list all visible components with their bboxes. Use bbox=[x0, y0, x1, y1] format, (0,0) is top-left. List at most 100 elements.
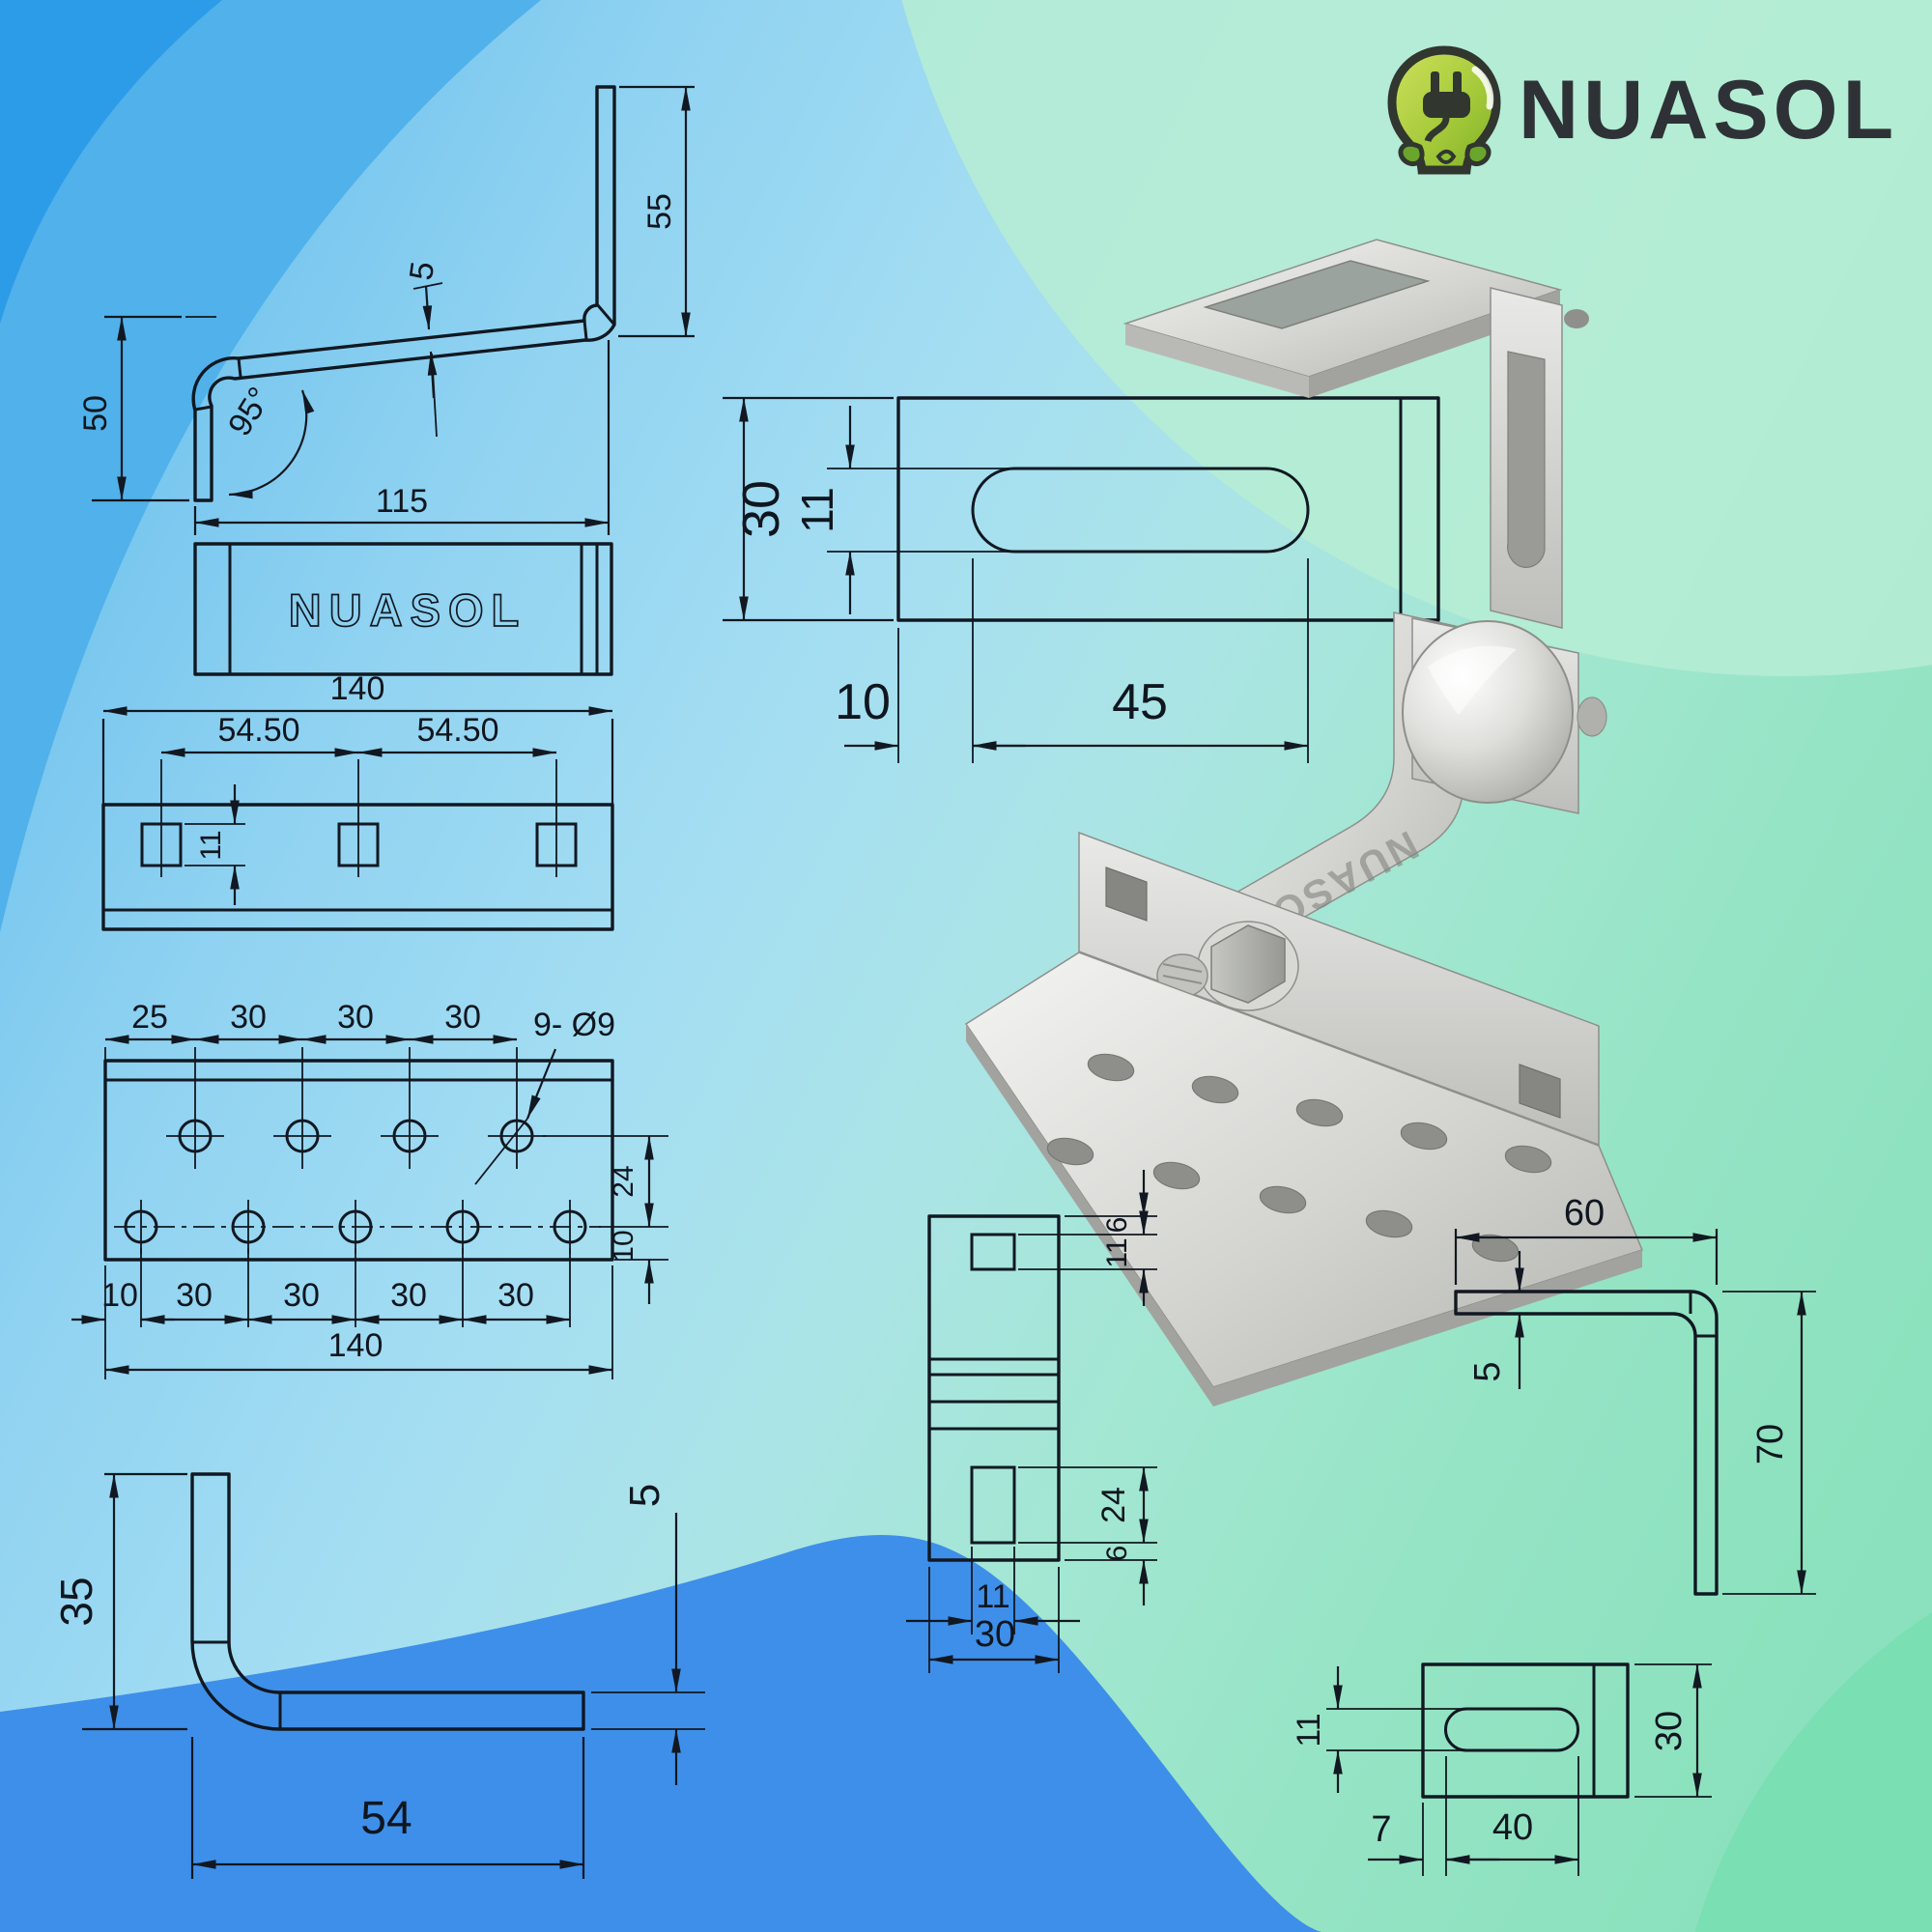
stamp-brand-text: NUASOL bbox=[289, 584, 526, 636]
hook-plate-edge bbox=[1125, 324, 1309, 398]
bulb-shine bbox=[1471, 66, 1494, 110]
drawing-slot-plate-top: 30 11 10 45 bbox=[723, 396, 1440, 763]
dim-label-25: 25 bbox=[131, 999, 168, 1036]
dim-label-60: 60 bbox=[1564, 1193, 1605, 1234]
dim-label-24: 24 bbox=[608, 1165, 639, 1197]
dim-label-30: 30 bbox=[230, 999, 267, 1036]
slot bbox=[1444, 1707, 1579, 1752]
dim-label-24: 24 bbox=[1095, 1487, 1132, 1523]
oval-hole bbox=[1400, 1122, 1448, 1151]
dim-label-30: 30 bbox=[1649, 1711, 1690, 1751]
decor-circle-top-left bbox=[0, 0, 222, 324]
disc-highlight bbox=[1428, 645, 1517, 715]
base-plate-outline bbox=[103, 1059, 614, 1262]
oval-hole bbox=[1152, 1161, 1201, 1190]
dim-label-140: 140 bbox=[330, 670, 385, 707]
drawing-angle-bracket-small: 35 5 54 bbox=[51, 1472, 705, 1879]
rail-plate-outline bbox=[101, 803, 614, 931]
slot bbox=[971, 467, 1310, 554]
drawing-rail-plate: 140 54.50 54.50 11 bbox=[101, 670, 614, 931]
drawing-base-plate: 25 30 30 30 9- Ø9 bbox=[71, 999, 668, 1379]
dim-label-11: 11 bbox=[1291, 1713, 1327, 1747]
leaf-icon bbox=[1464, 141, 1492, 167]
oval-hole bbox=[1087, 1053, 1135, 1082]
dim-label-11-bottom: 11 bbox=[976, 1578, 1009, 1615]
dim-label-45: 45 bbox=[1112, 674, 1168, 730]
angle-arc bbox=[228, 389, 315, 499]
dim-label-30: 30 bbox=[732, 480, 790, 538]
dim-label-6-bottom: 6 bbox=[1101, 1546, 1133, 1562]
dim-label-30b: 30 bbox=[497, 1277, 534, 1314]
dim-label-30: 30 bbox=[975, 1614, 1015, 1655]
leaf-icon bbox=[1398, 141, 1425, 167]
ext-line bbox=[412, 282, 443, 290]
hook-outline bbox=[191, 85, 616, 502]
dim-label-30b: 30 bbox=[390, 1277, 427, 1314]
leaf-icon bbox=[1435, 149, 1457, 164]
dim-label-115: 115 bbox=[376, 483, 428, 520]
product-photo: NUASOL bbox=[964, 239, 1644, 1406]
brand-logo: NUASOL bbox=[1387, 45, 1898, 175]
plug-prong-icon bbox=[1431, 71, 1439, 95]
stamp-plate-outline bbox=[193, 542, 613, 676]
dim-label-5: 5 bbox=[621, 1484, 668, 1507]
dim-label-5450-left: 54.50 bbox=[217, 712, 299, 749]
drawing-stamp-plate: NUASOL bbox=[193, 542, 613, 676]
bend-tick bbox=[595, 303, 616, 326]
square-hole bbox=[140, 822, 183, 867]
plug-body-icon bbox=[1423, 92, 1470, 118]
logo-wordmark: NUASOL bbox=[1519, 64, 1898, 156]
leader-tail bbox=[474, 1118, 528, 1185]
bracket-outline bbox=[1454, 1290, 1719, 1596]
dim-label-40: 40 bbox=[1492, 1807, 1533, 1848]
flange-slot-right bbox=[1519, 1064, 1561, 1119]
slot-plate-outline bbox=[896, 396, 1440, 622]
dim-label-70: 70 bbox=[1750, 1424, 1791, 1464]
dim-label-30b: 30 bbox=[283, 1277, 320, 1314]
flange-slot-left bbox=[1105, 867, 1148, 922]
dim-label-55: 55 bbox=[641, 193, 678, 230]
dim-arrow-5 bbox=[422, 285, 433, 330]
square-hole bbox=[535, 822, 578, 867]
ext-line bbox=[431, 353, 438, 438]
bend-tick bbox=[194, 405, 213, 412]
decor-circle-bottom-right bbox=[1694, 1612, 1932, 1932]
slot-plate-outline bbox=[1421, 1662, 1630, 1799]
top-hole-row bbox=[166, 1119, 546, 1153]
base-flange bbox=[1078, 831, 1600, 1147]
square-hole bbox=[337, 822, 380, 867]
bend-tick bbox=[237, 357, 242, 378]
drawing-hanger-plate: 6 11 24 6 11 30 bbox=[906, 1170, 1157, 1673]
dim-label-35: 35 bbox=[51, 1577, 101, 1626]
hanger-outline bbox=[927, 1214, 1061, 1562]
hook-top-slot bbox=[1203, 260, 1431, 329]
dim-label-54: 54 bbox=[360, 1793, 412, 1844]
hanger-slot bbox=[1507, 351, 1546, 568]
dim-label-140: 140 bbox=[328, 1327, 384, 1364]
decor-ring-top-left bbox=[0, 0, 541, 932]
dim-label-30: 30 bbox=[337, 999, 374, 1036]
dim-label-11-top: 11 bbox=[1101, 1237, 1133, 1267]
plug-prong-icon bbox=[1453, 71, 1462, 95]
rect-hole-bottom bbox=[970, 1465, 1016, 1545]
dim-label-11: 11 bbox=[195, 830, 227, 860]
dim-label-30: 30 bbox=[444, 999, 481, 1036]
oval-hole bbox=[1046, 1137, 1094, 1166]
drawing-angle-bracket-large: 60 5 70 bbox=[1454, 1193, 1816, 1596]
dim-label-10b: 10 bbox=[101, 1277, 138, 1314]
dim-label-5450-right: 54.50 bbox=[416, 712, 498, 749]
dim-label-30b: 30 bbox=[176, 1277, 213, 1314]
oval-hole bbox=[1365, 1209, 1413, 1238]
dim-label-6-top: 6 bbox=[1101, 1217, 1133, 1234]
dim-label-10: 10 bbox=[608, 1230, 639, 1262]
bolt-tip bbox=[1577, 696, 1607, 737]
bottom-hole-row bbox=[114, 1200, 601, 1254]
oval-hole bbox=[1191, 1075, 1239, 1104]
oval-hole bbox=[1259, 1185, 1307, 1214]
thread-line bbox=[1162, 975, 1203, 984]
dim-label-11: 11 bbox=[792, 487, 842, 533]
square-hole-top bbox=[970, 1233, 1016, 1271]
